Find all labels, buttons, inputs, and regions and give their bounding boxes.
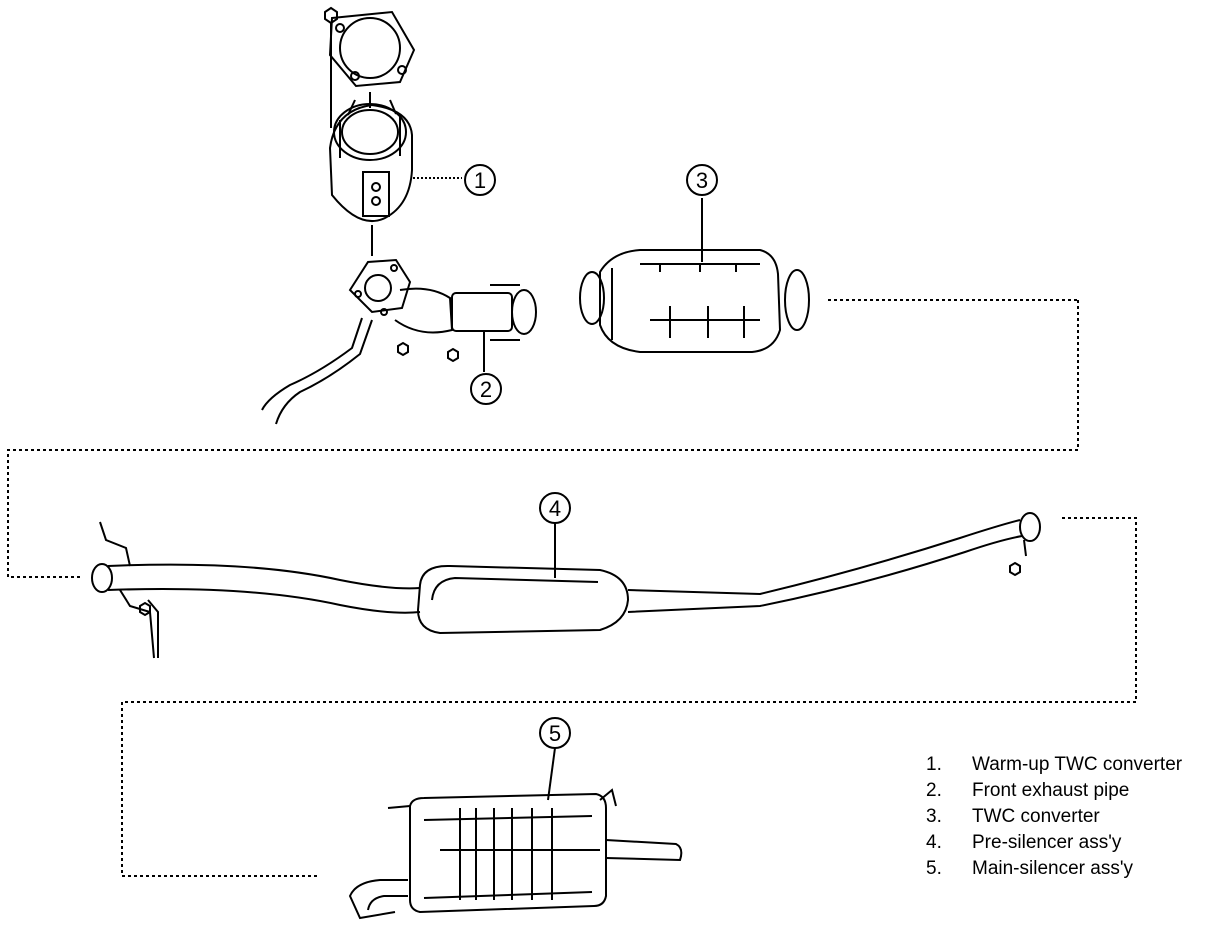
- circled-number-icon: [539, 492, 571, 524]
- legend-text: Warm-up TWC converter: [972, 754, 1183, 775]
- legend-text: Front exhaust pipe: [972, 780, 1130, 801]
- legend-item: 4. Pre-silencer ass'y: [926, 830, 1182, 856]
- pipe-flange: [348, 258, 412, 314]
- legend-text: TWC converter: [972, 806, 1100, 827]
- circled-number-icon: [470, 373, 502, 405]
- callout-1: 1: [464, 164, 496, 196]
- callout-3: 3: [686, 164, 718, 196]
- twc-body: [599, 249, 782, 353]
- nut-icon: [397, 341, 409, 357]
- callout-number: 5: [549, 721, 561, 746]
- connector-lines: [7, 300, 1137, 877]
- converter-body: [328, 103, 413, 223]
- legend-item: 3. TWC converter: [926, 804, 1182, 830]
- main-silencer-body: [409, 792, 607, 914]
- legend-text: Pre-silencer ass'y: [972, 832, 1122, 853]
- legend-number: 2.: [926, 780, 942, 801]
- parts-legend: 1. Warm-up TWC converter 2. Front exhaus…: [926, 752, 1182, 882]
- circled-number-icon: [686, 164, 718, 196]
- circled-number-icon: [539, 717, 571, 749]
- nut-icon: [324, 6, 338, 25]
- front-exhaust-pipe: [261, 258, 537, 425]
- legend-number: 3.: [926, 806, 942, 827]
- legend-number: 5.: [926, 858, 942, 879]
- callout-number: 3: [696, 168, 708, 193]
- twc-converter: [579, 198, 1078, 353]
- callout-number: 1: [474, 168, 486, 193]
- legend-text: Main-silencer ass'y: [972, 858, 1133, 879]
- legend-item: 2. Front exhaust pipe: [926, 778, 1182, 804]
- callout-2: 2: [470, 373, 502, 405]
- legend-item: 5. Main-silencer ass'y: [926, 856, 1182, 882]
- legend-item: 1. Warm-up TWC converter: [926, 752, 1182, 778]
- main-silencer-assy: [348, 747, 683, 920]
- gasket-top-hole: [339, 17, 401, 79]
- legend-number: 4.: [926, 832, 942, 853]
- nut-icon: [447, 347, 459, 363]
- callout-5: 5: [539, 717, 571, 749]
- pre-silencer-assy: [91, 512, 1041, 659]
- pre-silencer-body: [416, 564, 630, 635]
- nut-icon: [1009, 561, 1021, 577]
- warm-up-twc-converter: [324, 6, 462, 256]
- legend-number: 1.: [926, 754, 942, 775]
- nut-icon: [139, 601, 151, 617]
- callout-number: 4: [549, 496, 561, 521]
- callout-number: 2: [480, 377, 492, 402]
- circled-number-icon: [464, 164, 496, 196]
- callout-4: 4: [539, 492, 571, 524]
